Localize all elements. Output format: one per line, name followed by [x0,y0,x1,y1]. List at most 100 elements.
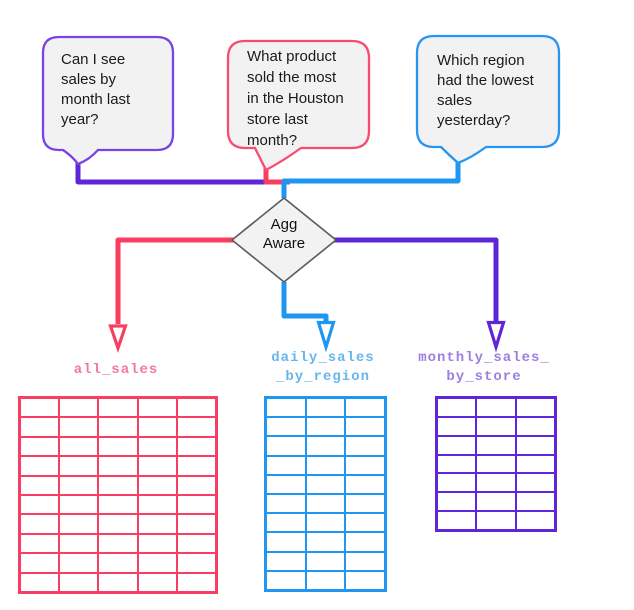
agg-aware-label-line: Aware [262,235,306,252]
table-cell [99,418,137,436]
question-3-line: yesterday? [437,112,511,129]
table-cell [138,437,176,456]
table-cell [267,495,305,513]
table-cell [177,554,215,572]
table-cell [346,552,384,570]
table-cell [177,476,215,494]
table-cell [177,418,215,436]
connector-question3-to-diamond [281,159,461,198]
daily-sales-by-region-label: daily_sales _by_region [248,349,398,387]
monthly-sales-by-store-label: monthly_sales_ by_store [398,349,570,387]
table-cell [477,436,515,454]
table-cell [99,437,137,456]
table-cell [60,534,98,553]
table-cell [21,515,59,533]
table-cell [99,573,137,591]
connector-diamond-to-all-sales [115,237,234,324]
question-1-line: Can I see [61,51,126,68]
table-cell [138,534,176,553]
question-1-line: month last [61,91,131,108]
table-cell [177,515,215,533]
question-1-line: year? [61,111,99,128]
table-cell [21,534,59,553]
table-cell [138,418,176,436]
table-cell [346,456,384,474]
table-cell [267,475,305,493]
table-cell [60,515,98,533]
table-cell [306,495,345,513]
table-cell [477,399,515,416]
monthly-sales-label-line: monthly_sales_ [418,350,550,366]
table-cell [306,552,345,570]
monthly-sales-label-line: by_store [446,369,522,385]
table-cell [138,399,176,417]
table-cell [21,476,59,494]
table-cell [477,455,515,473]
table-cell [267,571,305,589]
table-cell [306,475,345,493]
table-cell [267,418,305,436]
all-sales-table [18,396,218,594]
table-cell [60,437,98,456]
table-cell [177,457,215,475]
table-cell [346,533,384,551]
agg-aware-label-line: Agg [270,216,298,233]
daily-sales-label-line: _by_region [275,369,370,385]
table-cell [306,533,345,551]
table-cell [346,418,384,436]
question-bubble-1-shape [41,35,175,166]
connector-diamond-to-monthly-sales [334,237,499,321]
table-cell [438,493,476,511]
table-cell [21,495,59,514]
table-cell [346,475,384,493]
table-cell [267,399,305,417]
table-cell [177,495,215,514]
table-cell [306,514,345,532]
table-cell [138,573,176,591]
table-cell [99,399,137,417]
table-cell [438,474,476,492]
table-cell [177,437,215,456]
table-cell [516,436,554,454]
table-cell [21,418,59,436]
table-cell [138,554,176,572]
question-2-line: What product [247,48,337,65]
table-cell [477,493,515,511]
all-sales-label-line: all_sales [73,362,159,378]
question-2-line: sold the most [247,69,337,86]
table-cell [267,437,305,455]
question-2-text: What product sold the most in the Housto… [247,46,371,151]
table-cell [438,455,476,473]
table-cell [477,512,515,529]
table-cell [21,554,59,572]
table-cell [99,554,137,572]
table-cell [99,476,137,494]
table-cell [438,512,476,529]
table-cell [346,571,384,589]
all-sales-label: all_sales [41,361,191,380]
table-cell [60,573,98,591]
table-cell [516,417,554,435]
question-bubble-3-shape [415,34,561,165]
table-cell [516,455,554,473]
table-cell [99,495,137,514]
table-cell [438,436,476,454]
table-cell [477,417,515,435]
table-cell [21,399,59,417]
question-1-line: sales by [61,71,117,88]
table-cell [177,399,215,417]
question-2-line: store last [247,111,308,128]
table-cell [99,515,137,533]
table-cell [138,457,176,475]
table-cell [177,573,215,591]
table-cell [267,456,305,474]
question-2-line: in the Houston [247,90,344,107]
arrowhead-all-sales [108,324,128,353]
table-cell [60,495,98,514]
table-cell [21,457,59,475]
table-cell [267,552,305,570]
table-cell [21,573,59,591]
table-cell [516,493,554,511]
